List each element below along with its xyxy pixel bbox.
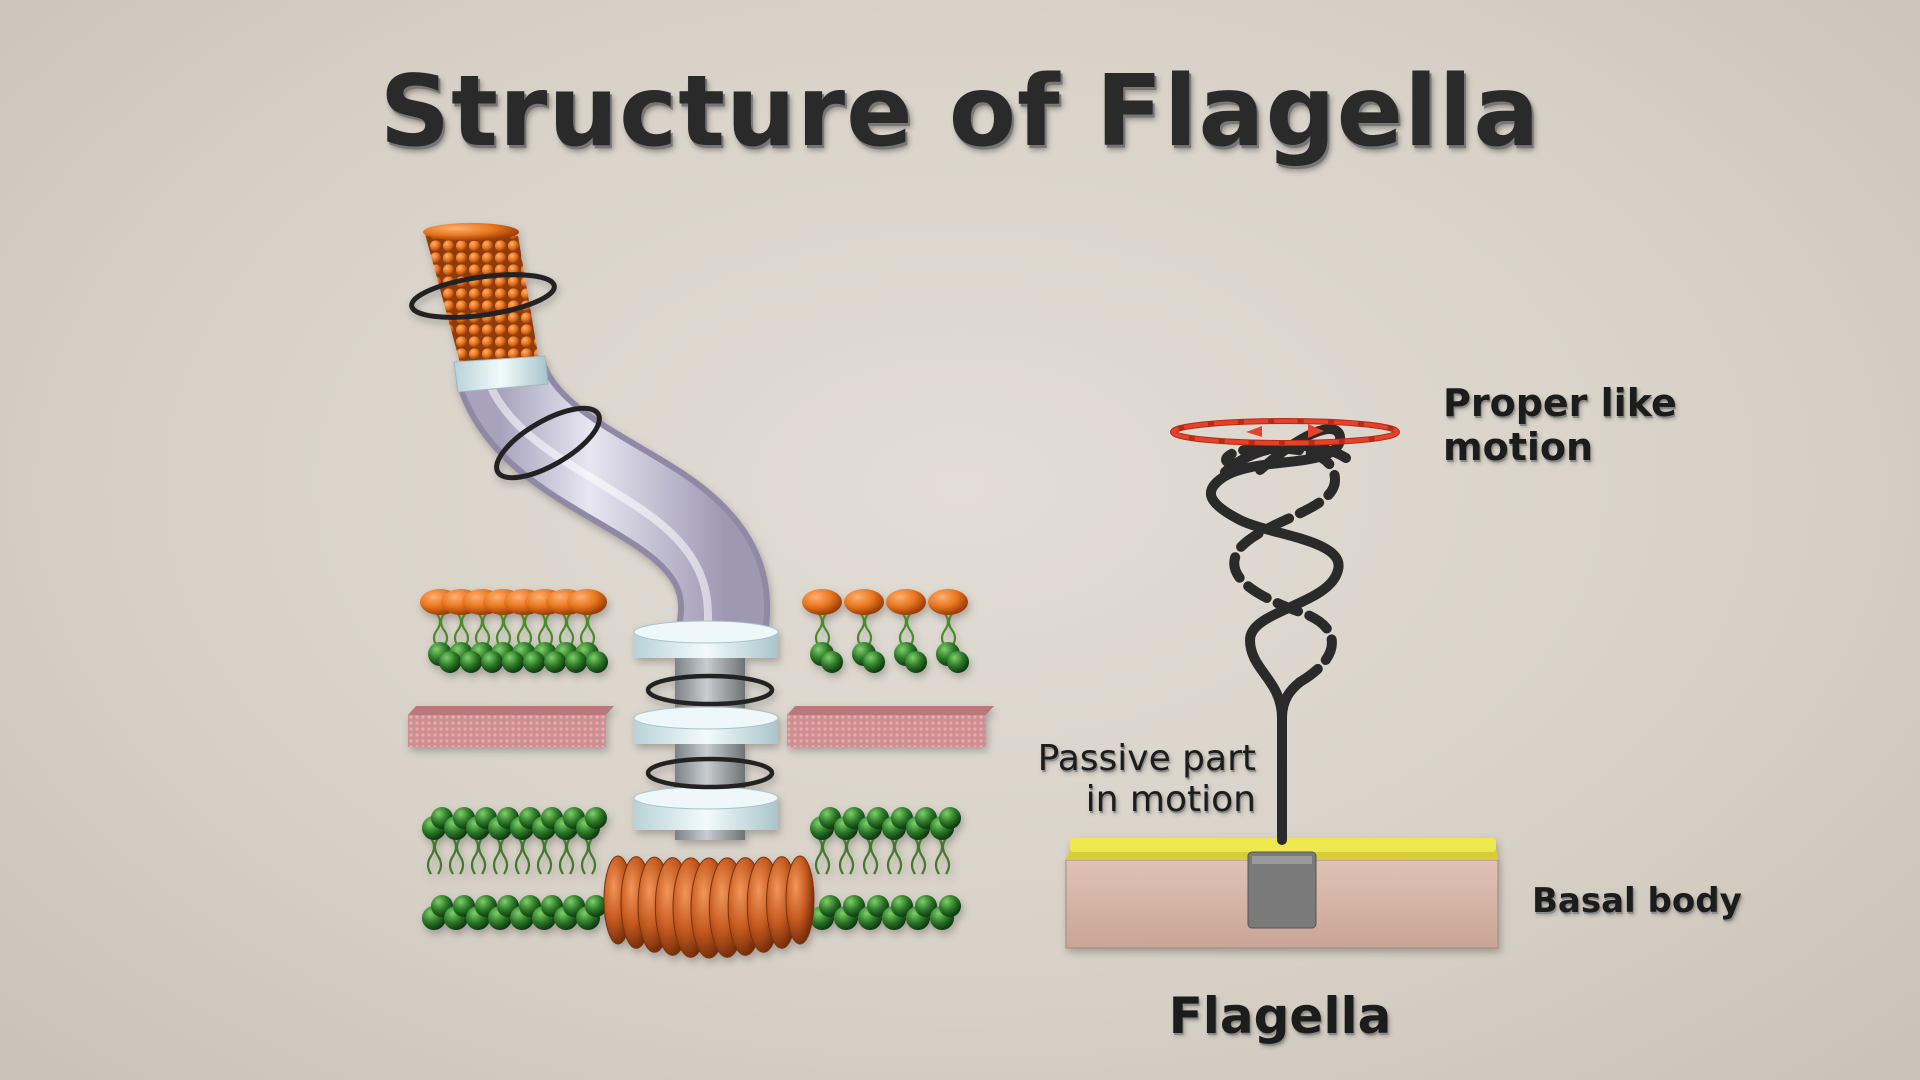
lipid-tail	[886, 837, 903, 875]
lipid-head	[905, 651, 927, 673]
lipid-head	[481, 651, 503, 673]
helix-dashed-strand	[1221, 443, 1341, 687]
outer-membrane-bilayer	[420, 589, 969, 673]
lipid-head	[586, 651, 608, 673]
lipid-head	[939, 807, 961, 829]
lipid-tail	[453, 613, 470, 647]
lipid-tail	[492, 837, 509, 875]
lipid-tail	[495, 613, 512, 647]
flagella-schematic	[1065, 418, 1499, 949]
motor-protein	[785, 855, 815, 945]
lipid-head	[502, 651, 524, 673]
lipid-head	[523, 651, 545, 673]
lipid-head	[585, 807, 607, 829]
lipid-tail	[814, 837, 831, 875]
lipid-head	[544, 651, 566, 673]
page-title: Structure of Flagella	[379, 55, 1541, 169]
lipid-head	[460, 651, 482, 673]
cell-wall-layer	[408, 706, 994, 747]
lipid-head	[585, 895, 607, 917]
lipid-head	[928, 589, 968, 615]
flagellum-model	[408, 223, 994, 959]
lipid-head	[843, 895, 865, 917]
propeller-motion-label: Proper like motion	[1443, 381, 1677, 469]
lipid-head	[891, 895, 913, 917]
l-ring	[633, 620, 779, 658]
lipid-head	[867, 895, 889, 917]
basal-anchor	[1247, 851, 1317, 929]
rotation-indicators-upper	[409, 272, 602, 481]
lipid-head	[567, 589, 607, 615]
lipid-tail	[838, 837, 855, 875]
lipid-head	[819, 895, 841, 917]
lipid-tail	[537, 613, 554, 647]
ms-ring	[633, 786, 779, 830]
lipid-tail	[558, 613, 575, 647]
lipid-head	[821, 651, 843, 673]
lipid-tail	[814, 613, 831, 647]
filament	[423, 223, 549, 393]
lipid-tail	[536, 837, 553, 875]
rotation-indicators-rod	[645, 673, 775, 790]
passive-part-label: Passive part in motion	[1037, 738, 1256, 821]
lipid-tail	[862, 837, 879, 875]
p-ring	[633, 706, 779, 744]
lipid-head	[863, 651, 885, 673]
lipid-tail	[426, 837, 443, 875]
lipid-tail	[898, 613, 915, 647]
lipid-tail	[474, 613, 491, 647]
lipid-head	[565, 651, 587, 673]
lipid-tail	[514, 837, 531, 875]
lipid-head	[939, 895, 961, 917]
basal-body-label: Basal body	[1532, 881, 1742, 921]
lipid-tail	[432, 613, 449, 647]
lipid-tail	[516, 613, 533, 647]
lipid-head	[439, 651, 461, 673]
motor-protein-ring	[603, 855, 815, 959]
lipid-tail	[934, 837, 951, 875]
lipid-tail	[580, 837, 597, 875]
lipid-tail	[910, 837, 927, 875]
lipid-head	[802, 589, 842, 615]
lipid-head	[886, 589, 926, 615]
lipid-tail	[940, 613, 957, 647]
inner-membrane-bilayer	[422, 807, 961, 930]
lipid-tail	[579, 613, 596, 647]
flagella-caption: Flagella	[1168, 987, 1392, 1045]
lipid-head	[844, 589, 884, 615]
lipid-tail	[856, 613, 873, 647]
propeller-rotation-arrows	[1170, 418, 1400, 446]
lipid-tail	[470, 837, 487, 875]
lipid-tail	[558, 837, 575, 875]
lipid-head	[915, 895, 937, 917]
lipid-tail	[448, 837, 465, 875]
lipid-head	[947, 651, 969, 673]
basal-body	[1065, 838, 1499, 949]
